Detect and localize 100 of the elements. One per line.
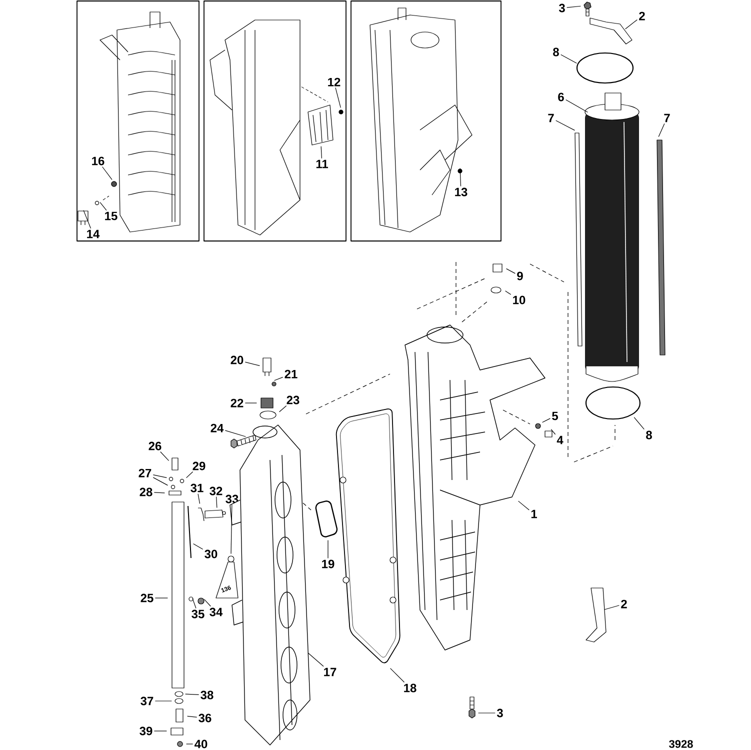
leader-line (154, 492, 165, 494)
leader-line (518, 500, 530, 510)
fitting-drawing (176, 708, 184, 722)
callout-number: 3 (496, 708, 503, 718)
callout-number: 37 (140, 696, 154, 706)
callout-number: 15 (105, 212, 118, 220)
leader-line (634, 417, 644, 430)
leader-line (216, 496, 218, 508)
leader-line (556, 120, 575, 131)
callout-number: 7 (548, 114, 554, 122)
callout-number: 3 (558, 4, 565, 12)
nut-drawing (111, 181, 117, 187)
callout-number: 32 (210, 486, 222, 496)
leader-line (100, 202, 107, 211)
leader-line (102, 166, 112, 180)
callout-number: 23 (286, 396, 300, 404)
clip-drawing (198, 508, 204, 522)
leader-line (604, 605, 620, 610)
leader-line (505, 290, 512, 295)
sensor-drawing (262, 358, 272, 376)
leader-line (83, 210, 92, 229)
bolt-drawing (468, 696, 476, 718)
callout-number: 38 (200, 690, 214, 700)
leader-line (320, 146, 322, 159)
cap-drawing (260, 398, 274, 408)
callout-number: 2 (639, 12, 645, 20)
callout-number: 25 (140, 594, 154, 602)
leader-line (506, 268, 516, 274)
leader-line (152, 477, 168, 486)
panel-frame (204, 0, 346, 242)
callout-number: 10 (513, 296, 526, 304)
callout-number: 35 (192, 610, 204, 618)
leader-line (560, 54, 577, 64)
callout-number: 8 (553, 48, 559, 56)
leader-line (390, 668, 405, 683)
o-ring-drawing (585, 386, 641, 420)
leader-line (244, 362, 260, 366)
sensor-drawing (78, 210, 88, 226)
o-ring-drawing (576, 52, 634, 84)
callout-number: 31 (190, 484, 204, 492)
o-ring-drawing (174, 691, 184, 697)
callout-number: 24 (210, 424, 224, 432)
fitting-drawing (168, 490, 182, 496)
fitting-drawing (544, 430, 552, 438)
leader-line (152, 474, 167, 478)
housing-drawing (404, 324, 546, 650)
callout-number: 6 (558, 92, 564, 102)
callout-number: 30 (204, 550, 218, 558)
callout-number: 39 (140, 726, 152, 736)
callout-number: 21 (284, 370, 298, 378)
plug-drawing (492, 264, 502, 272)
callout-number: 12 (328, 78, 340, 86)
leader-line (335, 87, 341, 108)
leader-line (550, 429, 556, 435)
washer-drawing (490, 286, 502, 294)
o-ring-drawing (180, 478, 184, 484)
rod-drawing (656, 140, 666, 356)
o-ring-drawing (174, 698, 184, 704)
leader-line (542, 418, 550, 423)
o-ring-drawing (188, 596, 194, 602)
callout-number: 7 (664, 114, 670, 122)
leader-line (154, 730, 167, 732)
strap-drawing (590, 18, 632, 44)
rod-drawing (574, 132, 582, 346)
fuel-rail-drawing (172, 502, 184, 688)
tube-drawing (216, 556, 238, 598)
panel-frame (76, 0, 200, 242)
screw-drawing (177, 741, 183, 747)
nut-drawing (458, 168, 462, 174)
panel-frame (350, 0, 502, 242)
callout-number: 16 (92, 156, 104, 166)
leader-line (224, 430, 246, 437)
bracket-drawing (308, 104, 334, 146)
o-ring-drawing (272, 382, 276, 386)
seal-drawing (260, 410, 276, 420)
leader-line (160, 451, 170, 461)
leader-line (274, 376, 284, 381)
callout-number: 14 (87, 230, 100, 238)
callout-number: 5 (552, 412, 558, 420)
callout-number: 27 (138, 468, 152, 478)
callout-number: 2 (621, 600, 627, 608)
callout-number: 28 (140, 488, 152, 496)
callout-number: 34 (210, 608, 223, 616)
o-ring-drawing (94, 200, 100, 206)
callout-number: 19 (322, 560, 334, 568)
fitting-drawing (170, 728, 184, 736)
o-ring-drawing (170, 484, 176, 490)
leader-line (625, 19, 638, 30)
callout-number: 17 (324, 668, 336, 676)
leader-line (658, 123, 665, 137)
leader-line (566, 99, 588, 113)
bolt-drawing (584, 2, 592, 16)
leader-line (186, 471, 194, 478)
leader-line (154, 700, 172, 702)
callout-number: 22 (230, 398, 244, 408)
seal-strip-drawing (188, 506, 192, 558)
leader-line (204, 599, 211, 607)
leader-line (193, 543, 204, 550)
figure-number: 3928 (669, 740, 693, 748)
leader-line (185, 694, 200, 695)
